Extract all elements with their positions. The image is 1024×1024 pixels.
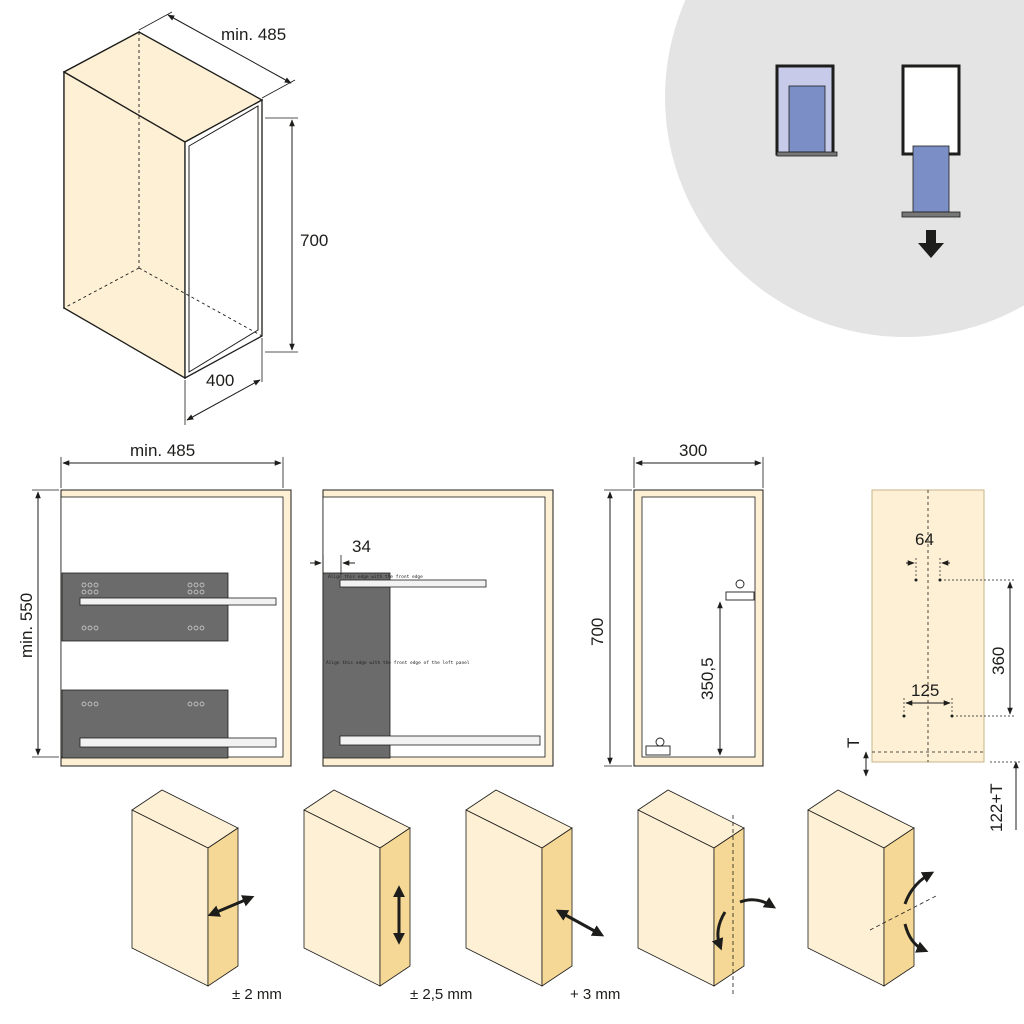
pull-out-illustration <box>665 0 1024 337</box>
t-label: T <box>844 738 863 748</box>
bottom-hole-spacing-label: 125 <box>911 681 939 700</box>
adjustment-label-2: ± 2,5 mm <box>410 986 472 1003</box>
in-out-arrow-icon <box>555 909 605 937</box>
adjustment-cabinet-5 <box>807 789 937 987</box>
left-right-arrow-icon <box>207 895 255 917</box>
section-width-label: 300 <box>679 441 707 460</box>
adjustment-cabinet-2 <box>303 789 411 987</box>
plate-note-top: Align this edge with the front edge <box>328 574 423 580</box>
lower-mounting-plate <box>61 689 229 759</box>
plate-note-mid: Align this edge with the front edge of t… <box>326 660 470 666</box>
section-view: 300 700 350,5 <box>588 441 764 767</box>
width-label: 400 <box>206 371 234 390</box>
width-dimension-line <box>186 379 261 421</box>
vertical-mounting-plate <box>322 572 391 759</box>
adjustment-diagrams: ± 2 mm ± 2,5 mm + 3 mm <box>131 789 937 1003</box>
tilt-arrow-icon <box>903 871 935 905</box>
mid-height-label: 350,5 <box>698 657 717 700</box>
front-width-label: min. 485 <box>130 441 195 460</box>
depth-dimension-line <box>167 14 292 84</box>
side-view: Align this edge with the front edge Alig… <box>310 489 554 767</box>
adjustment-cabinet-1 <box>131 789 255 987</box>
door-panel <box>871 489 985 763</box>
adjustment-label-3: + 3 mm <box>570 986 620 1003</box>
side-upper-rail <box>339 579 487 588</box>
open-cabinet-icon <box>901 64 961 156</box>
cabinet-opening-inner <box>188 105 259 373</box>
front-view: min. 485 min. 550 <box>17 441 292 767</box>
closed-basket-icon <box>788 85 826 153</box>
adjustment-label-1: ± 2 mm <box>232 986 282 1003</box>
adjustment-cabinet-3 <box>465 789 605 987</box>
background-circle <box>665 0 1024 337</box>
pulled-basket-icon <box>912 145 950 213</box>
adjustment-cabinet-4 <box>637 789 777 996</box>
lower-rail <box>79 737 277 748</box>
side-lower-rail <box>339 735 541 746</box>
upper-rail <box>79 597 277 606</box>
front-height-label: min. 550 <box>17 593 36 658</box>
offset-label: 34 <box>352 537 371 556</box>
door-drilling-view: 64 125 360 122+T T <box>844 489 1020 832</box>
top-hole-spacing-label: 64 <box>915 530 934 549</box>
door-offset-label: 122+T <box>987 783 1006 832</box>
height-label: 700 <box>300 231 328 250</box>
vertical-spacing-label: 360 <box>989 647 1008 675</box>
pull-down-arrow-icon <box>918 230 944 258</box>
section-height-label: 700 <box>588 618 607 646</box>
rotate-arrow-icon <box>711 911 727 951</box>
isometric-cabinet: min. 485 700 400 <box>62 11 328 425</box>
depth-label: min. 485 <box>221 25 286 44</box>
